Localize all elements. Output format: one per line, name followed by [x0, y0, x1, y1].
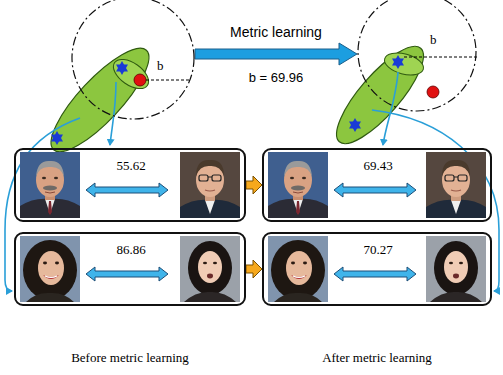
radius-line — [146, 80, 191, 81]
distance-value: 70.27 — [363, 242, 392, 258]
face-photo — [268, 236, 328, 302]
edge-label: Metric learning — [230, 24, 322, 40]
circle-outline — [72, 0, 194, 119]
star-marker — [51, 135, 63, 146]
sample-cluster — [38, 35, 436, 164]
distance-value: 86.86 — [116, 242, 145, 258]
distance-arrow — [86, 183, 168, 197]
face-photo — [20, 236, 80, 302]
face-pair-box: 70.27 — [262, 232, 492, 306]
leader-line — [110, 82, 116, 145]
circle-outline — [357, 0, 477, 112]
anchor-dot — [427, 86, 439, 98]
radius-label: b — [430, 32, 437, 48]
transition-arrow — [246, 176, 262, 194]
face-photo — [426, 152, 486, 218]
green-cluster — [382, 49, 426, 79]
caption: After metric learning — [322, 350, 432, 366]
green-cluster — [38, 36, 161, 164]
transition-arrow — [246, 260, 262, 278]
threshold-label: b = 69.96 — [249, 70, 304, 86]
star-marker — [116, 65, 128, 76]
circle-outline — [71, 0, 195, 120]
circle-outline — [358, 0, 476, 111]
distance-arrow — [86, 267, 168, 281]
star-markers — [51, 55, 404, 145]
face-photo — [20, 152, 80, 218]
radius-label: b — [157, 58, 164, 74]
caption: Before metric learning — [71, 350, 189, 366]
face-pair-box: 55.62 — [14, 148, 246, 222]
distance-arrow — [334, 267, 416, 281]
distance-value: 69.43 — [363, 158, 392, 174]
distance-arrow — [334, 183, 416, 197]
face-pair-box: 69.43 — [262, 148, 492, 222]
distance-circle: b — [71, 0, 195, 120]
star-marker — [392, 59, 404, 70]
distance-value: 55.62 — [116, 158, 145, 174]
anchor-dot — [134, 74, 146, 86]
distance-circle: b — [357, 0, 477, 112]
leader-line — [383, 72, 398, 145]
face-photo — [426, 236, 486, 302]
radius-line — [404, 57, 477, 58]
star-marker — [349, 122, 361, 133]
transition-arrow — [195, 43, 357, 65]
face-photo — [180, 236, 240, 302]
face-pair-box: 86.86 — [14, 232, 246, 306]
face-photo — [180, 152, 240, 218]
face-photo — [268, 152, 328, 218]
